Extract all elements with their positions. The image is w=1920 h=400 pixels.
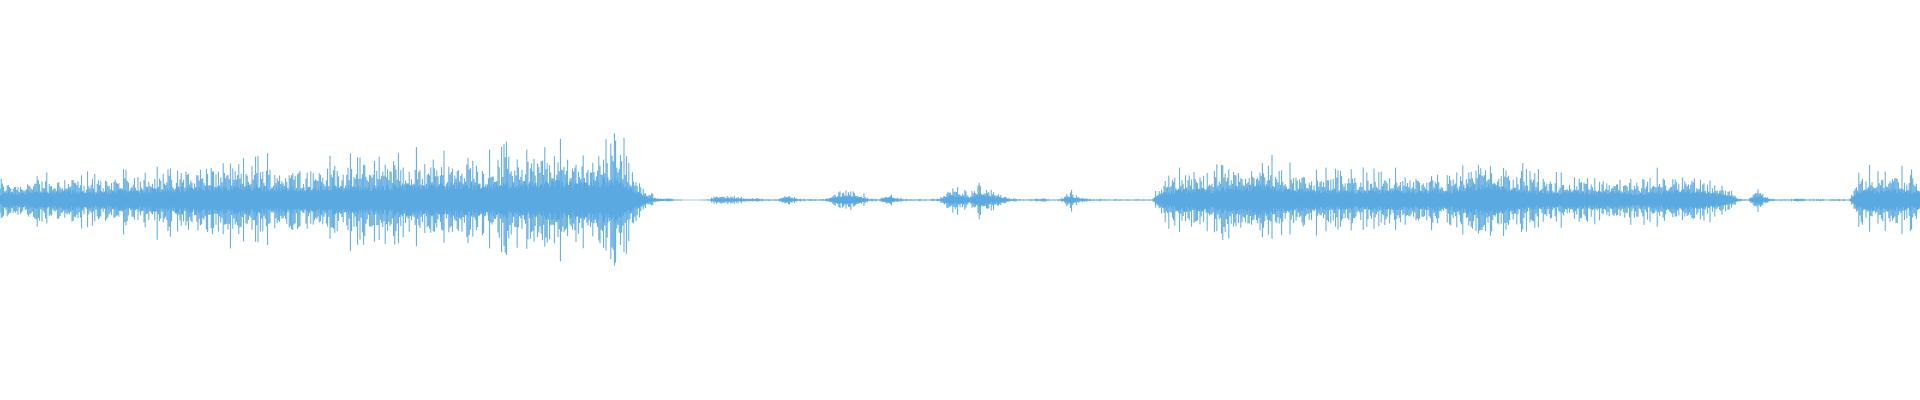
- waveform-samples: [0, 133, 1920, 266]
- waveform-core: [0, 177, 1920, 223]
